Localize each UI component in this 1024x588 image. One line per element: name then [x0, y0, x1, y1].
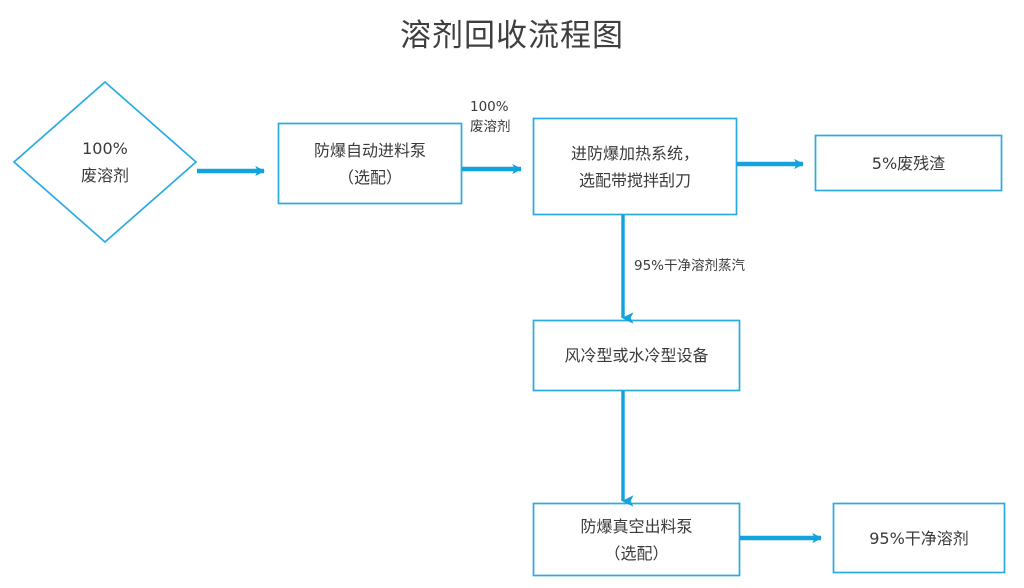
- edge-label-line2: 废溶剂: [470, 119, 511, 135]
- node-heating-system-shape[interactable]: [532, 117, 738, 216]
- edge-label-line1: 100%: [470, 99, 509, 115]
- edge-label-pump-to-heater: 100% 废溶剂: [470, 97, 511, 137]
- node-discharge-pump-shape[interactable]: [532, 502, 741, 577]
- node-waste-residue-shape[interactable]: [814, 134, 1003, 192]
- node-waste-solvent-input-shape[interactable]: [12, 80, 198, 244]
- node-cooling-equipment-shape[interactable]: [532, 319, 741, 392]
- node-feed-pump-shape[interactable]: [277, 122, 463, 205]
- edge-label-heater-to-cooler: 95%干净溶剂蒸汽: [634, 258, 746, 274]
- node-clean-solvent-output-shape[interactable]: [832, 502, 1006, 574]
- page-title: 溶剂回收流程图: [400, 18, 624, 54]
